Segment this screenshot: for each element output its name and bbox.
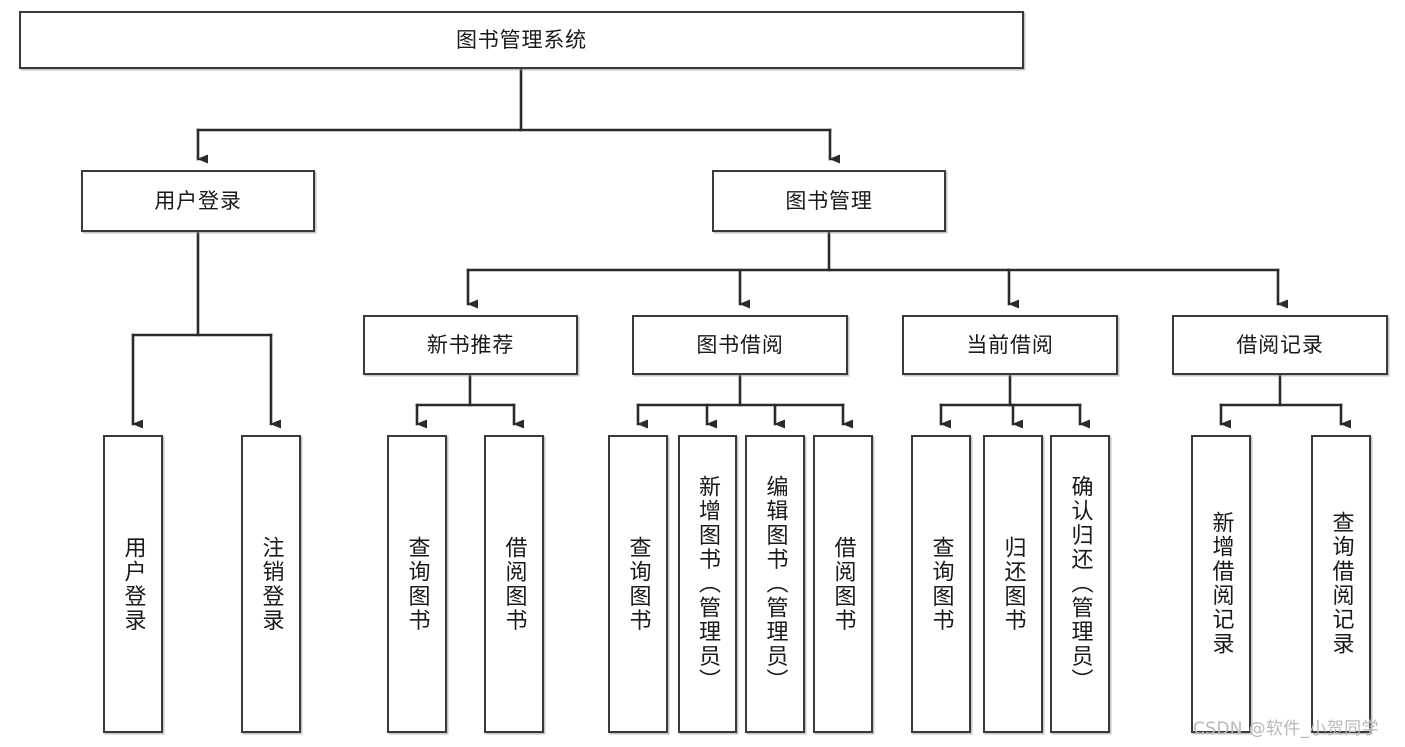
- node-submodule-label: 借阅记录: [1236, 332, 1324, 357]
- node-function-leaf-add-book[interactable]: 新增图书（管理员）: [678, 435, 737, 733]
- node-function-leaf-query-record[interactable]: 查询借阅记录: [1311, 435, 1371, 733]
- node-function-label: 查询图书: [625, 535, 651, 633]
- node-submodule-book-borrow[interactable]: 图书借阅: [632, 315, 848, 375]
- node-submodule-current-borrow[interactable]: 当前借阅: [902, 315, 1118, 375]
- node-submodule-new-book-rec[interactable]: 新书推荐: [363, 315, 578, 375]
- node-function-leaf-query-book-3[interactable]: 查询图书: [911, 435, 971, 733]
- node-module-user-login[interactable]: 用户登录: [81, 170, 315, 232]
- node-submodule-label: 当前借阅: [966, 332, 1054, 357]
- node-submodule-label: 新书推荐: [426, 332, 515, 357]
- node-submodule-label: 图书借阅: [696, 332, 784, 357]
- node-function-leaf-query-book-2[interactable]: 查询图书: [608, 435, 668, 733]
- node-module-book-manage[interactable]: 图书管理: [712, 170, 946, 232]
- watermark: CSDN @软件_小贺同学: [1193, 719, 1379, 739]
- node-function-leaf-user-logout[interactable]: 注销登录: [241, 435, 301, 733]
- node-function-leaf-borrow-book-1[interactable]: 借阅图书: [484, 435, 544, 733]
- node-function-label: 注销登录: [258, 535, 284, 633]
- node-function-label: 查询图书: [928, 535, 954, 633]
- node-function-label: 用户登录: [120, 535, 146, 633]
- node-function-leaf-edit-book[interactable]: 编辑图书（管理员）: [745, 435, 805, 733]
- node-function-label: 查询借阅记录: [1328, 511, 1354, 657]
- node-function-label: 借阅图书: [501, 535, 527, 633]
- node-module-label: 图书管理: [785, 188, 873, 213]
- node-function-leaf-user-login[interactable]: 用户登录: [103, 435, 163, 733]
- node-submodule-borrow-record[interactable]: 借阅记录: [1172, 315, 1388, 375]
- node-function-label: 借阅图书: [830, 535, 856, 633]
- node-module-label: 用户登录: [154, 188, 242, 213]
- node-function-label: 新增借阅记录: [1208, 511, 1234, 657]
- node-function-label: 确认归还（管理员）: [1067, 475, 1093, 693]
- node-root[interactable]: 图书管理系统: [19, 11, 1024, 69]
- node-function-label: 编辑图书（管理员）: [762, 475, 788, 693]
- node-function-leaf-query-book-1[interactable]: 查询图书: [387, 435, 447, 733]
- node-function-label: 查询图书: [404, 535, 430, 633]
- node-function-leaf-confirm-return[interactable]: 确认归还（管理员）: [1050, 435, 1110, 733]
- node-root-label: 图书管理系统: [455, 27, 588, 52]
- node-function-leaf-return-book[interactable]: 归还图书: [983, 435, 1043, 733]
- node-function-leaf-add-record[interactable]: 新增借阅记录: [1191, 435, 1251, 733]
- node-function-label: 归还图书: [1000, 535, 1026, 633]
- node-function-label: 新增图书（管理员）: [695, 475, 721, 693]
- node-function-leaf-borrow-book-2[interactable]: 借阅图书: [813, 435, 873, 733]
